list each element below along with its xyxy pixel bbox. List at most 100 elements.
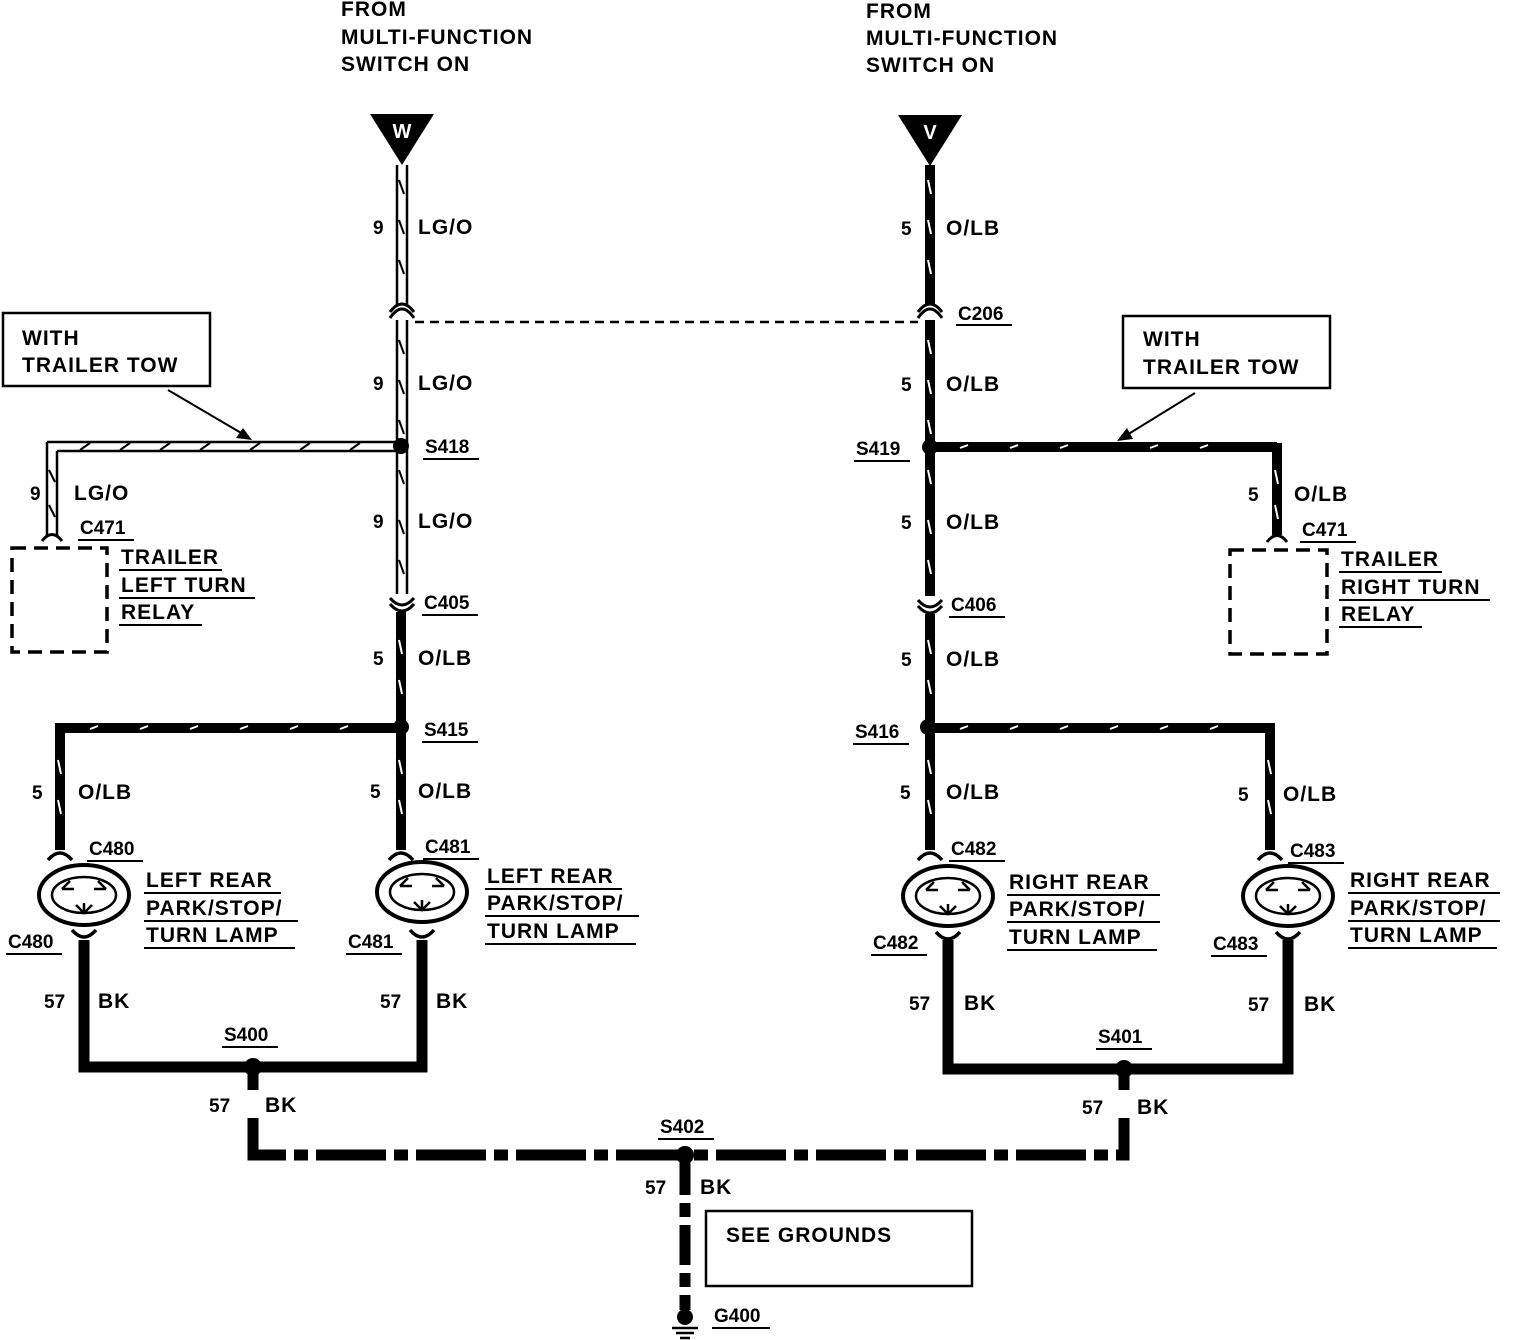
lamp-connectors-top <box>46 851 1284 862</box>
svg-text:O/LB: O/LB <box>1294 483 1348 506</box>
wire-labels-upper: 9 LG/O 9 LG/O 9 LG/O 9 LG/O 5 O/LB 5 O/L… <box>30 216 1348 534</box>
svg-text:C480: C480 <box>8 932 53 953</box>
svg-text:9: 9 <box>373 512 384 533</box>
svg-text:LG/O: LG/O <box>418 510 473 533</box>
svg-text:5: 5 <box>901 650 912 671</box>
source-right-label: FROM MULTI-FUNCTION SWITCH ON <box>866 0 1058 77</box>
svg-text:PARK/STOP/: PARK/STOP/ <box>1350 897 1486 920</box>
connector-c471-right: C471 <box>1265 520 1356 543</box>
splice-s418: S418 <box>393 437 479 460</box>
ground-g400: G400 <box>672 1306 770 1340</box>
svg-text:5: 5 <box>370 782 381 803</box>
svg-text:V: V <box>923 122 937 144</box>
svg-text:5: 5 <box>900 783 911 804</box>
connector-c406 <box>916 598 944 615</box>
terminal-w: W <box>370 114 434 165</box>
svg-text:C471: C471 <box>1302 520 1348 541</box>
lamp-c480: C480 C480 LEFT REAR PARK/STOP/ TURN LAMP <box>6 839 298 955</box>
svg-text:9: 9 <box>30 484 41 505</box>
wire-olb-lower <box>55 612 1275 850</box>
svg-text:C481: C481 <box>425 837 471 858</box>
splice-s419: S419 <box>854 439 938 462</box>
wire-lgo-left <box>45 165 409 594</box>
svg-text:LG/O: LG/O <box>74 482 129 505</box>
svg-text:PARK/STOP/: PARK/STOP/ <box>1009 898 1145 921</box>
wire-labels-bk: 57 BK 57 BK 57 BK 57 BK 57 BK 57 BK 57 B… <box>44 990 1336 1199</box>
svg-text:FROM: FROM <box>866 0 932 23</box>
svg-text:C483: C483 <box>1213 934 1258 955</box>
svg-text:BK: BK <box>1304 993 1336 1016</box>
svg-text:MULTI-FUNCTION: MULTI-FUNCTION <box>866 27 1058 50</box>
svg-text:RELAY: RELAY <box>1341 603 1415 626</box>
svg-text:C471: C471 <box>80 518 126 539</box>
svg-text:W: W <box>393 121 412 143</box>
svg-text:C481: C481 <box>348 932 394 953</box>
svg-text:O/LB: O/LB <box>946 781 1000 804</box>
terminal-v: V <box>898 115 962 166</box>
svg-text:RIGHT TURN: RIGHT TURN <box>1341 576 1481 599</box>
svg-text:BK: BK <box>98 990 130 1013</box>
splice-s416: S416 <box>853 719 936 745</box>
svg-text:C483: C483 <box>1290 841 1335 862</box>
svg-text:C480: C480 <box>89 839 134 860</box>
svg-text:S400: S400 <box>224 1025 268 1046</box>
svg-text:O/LB: O/LB <box>946 217 1000 240</box>
svg-text:C482: C482 <box>951 839 996 860</box>
svg-text:5: 5 <box>901 375 912 396</box>
svg-text:BK: BK <box>265 1094 297 1117</box>
svg-text:TRAILER TOW: TRAILER TOW <box>22 354 178 377</box>
svg-text:C482: C482 <box>873 933 918 954</box>
svg-text:TURN LAMP: TURN LAMP <box>1350 924 1483 947</box>
relay-trailer-left: TRAILER LEFT TURN RELAY <box>10 546 255 654</box>
svg-text:RIGHT REAR: RIGHT REAR <box>1009 871 1150 894</box>
connector-c405 <box>388 596 416 613</box>
svg-text:O/LB: O/LB <box>946 511 1000 534</box>
svg-text:SWITCH ON: SWITCH ON <box>341 53 470 76</box>
splice-s400: S400 <box>222 1025 278 1076</box>
relay-trailer-right: TRAILER RIGHT TURN RELAY <box>1228 548 1490 656</box>
svg-text:O/LB: O/LB <box>78 781 132 804</box>
svg-text:57: 57 <box>909 994 930 1015</box>
svg-text:TURN LAMP: TURN LAMP <box>1009 926 1142 949</box>
splice-s402: S402 <box>658 1117 714 1164</box>
svg-text:WITH: WITH <box>1143 328 1201 351</box>
splice-s401: S401 <box>1096 1027 1152 1078</box>
svg-text:S402: S402 <box>660 1117 704 1138</box>
lamp-c481: C481 C481 LEFT REAR PARK/STOP/ TURN LAMP <box>346 837 639 955</box>
svg-text:TRAILER: TRAILER <box>1341 548 1439 571</box>
svg-text:BK: BK <box>700 1176 732 1199</box>
wire-olb-right <box>925 165 1282 596</box>
svg-text:5: 5 <box>32 783 43 804</box>
connector-c471-left: C471 <box>40 518 134 542</box>
svg-text:9: 9 <box>373 374 384 395</box>
svg-text:57: 57 <box>209 1096 230 1117</box>
svg-text:5: 5 <box>1238 785 1249 806</box>
svg-text:SEE GROUNDS: SEE GROUNDS <box>726 1224 892 1247</box>
lamp-connectors-bottom <box>70 928 1302 941</box>
svg-text:BK: BK <box>1137 1096 1169 1119</box>
svg-text:LEFT TURN: LEFT TURN <box>121 574 247 597</box>
svg-text:5: 5 <box>1248 485 1259 506</box>
svg-text:BK: BK <box>964 992 996 1015</box>
svg-text:S416: S416 <box>855 722 899 743</box>
svg-text:5: 5 <box>901 513 912 534</box>
svg-text:O/LB: O/LB <box>1283 783 1337 806</box>
svg-text:TRAILER: TRAILER <box>121 546 219 569</box>
svg-text:TURN LAMP: TURN LAMP <box>146 924 279 947</box>
svg-text:S419: S419 <box>856 439 900 460</box>
svg-text:SWITCH ON: SWITCH ON <box>866 54 995 77</box>
note-trailer-tow-right: WITH TRAILER TOW <box>1117 314 1332 441</box>
svg-text:57: 57 <box>1082 1098 1103 1119</box>
svg-text:PARK/STOP/: PARK/STOP/ <box>146 897 282 920</box>
connector-c206 <box>388 302 944 324</box>
svg-text:FROM: FROM <box>341 0 407 21</box>
svg-text:57: 57 <box>380 992 401 1013</box>
svg-text:MULTI-FUNCTION: MULTI-FUNCTION <box>341 26 533 49</box>
svg-text:TURN LAMP: TURN LAMP <box>487 920 620 943</box>
wire-labels-lower: 5 O/LB 5 O/LB 5 O/LB 5 O/LB 5 O/LB 5 O/L… <box>32 647 1337 806</box>
svg-text:LG/O: LG/O <box>418 216 473 239</box>
lamp-c483: C483 C483 RIGHT REAR PARK/STOP/ TURN LAM… <box>1211 841 1500 957</box>
svg-text:LEFT REAR: LEFT REAR <box>487 865 614 888</box>
svg-text:RIGHT REAR: RIGHT REAR <box>1350 869 1491 892</box>
